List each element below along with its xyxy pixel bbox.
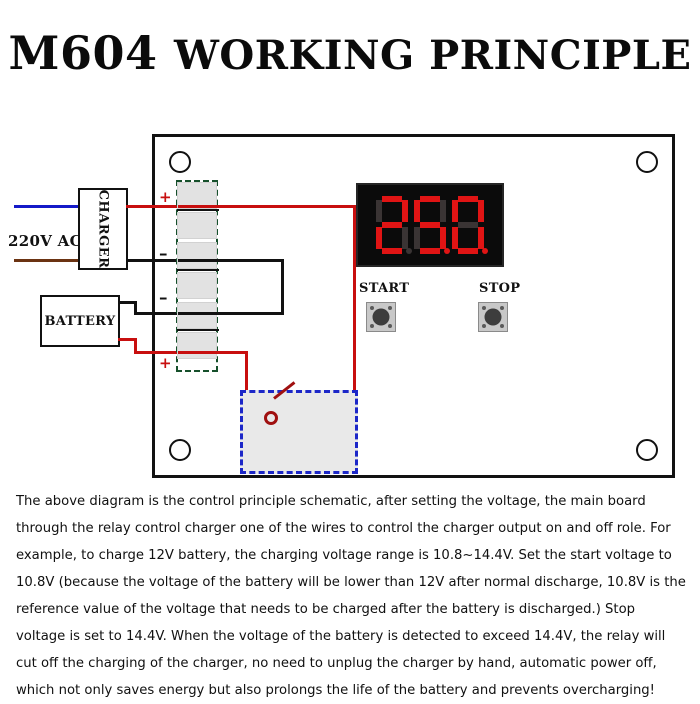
battery-negative-wire-b [134,301,137,315]
title-rest: WORKING PRINCIPLE [174,32,692,79]
battery-positive-wire-a [118,338,136,341]
relay-red-right-wire [353,205,356,420]
segment-f [452,200,458,222]
segment-b [402,200,408,222]
segment-f [414,200,420,222]
ac-supply-label: 220V AC [8,232,82,250]
segment-d [458,248,478,254]
internal-negative-link-bot [178,312,284,315]
segment-d [382,248,402,254]
start-button[interactable] [366,302,396,332]
segment-a [382,196,402,202]
terminal-mark-minus-lower: – [159,288,168,308]
screw-icon [370,324,374,328]
terminal-mark-plus-bottom: + [159,354,172,372]
terminal-divider-1 [177,209,219,211]
mounting-hole-bottom-right [636,439,658,461]
decimal-point [482,248,488,254]
battery-block: BATTERY [40,295,120,347]
stop-button-label: STOP [479,281,521,296]
page-title: M604 WORKING PRINCIPLE [0,26,700,80]
segment-d [420,248,440,254]
led-digit-2 [413,196,450,254]
segment-a [458,196,478,202]
segment-g [458,222,478,228]
relay-red-left-down [245,351,248,420]
charger-block: CHARGER [78,188,128,270]
segment-b [478,200,484,222]
start-button-label: START [359,281,410,296]
screw-icon [482,324,486,328]
terminal-divider-3 [177,329,219,331]
mounting-hole-bottom-left [169,439,191,461]
segment-f [376,200,382,222]
relay-red-top-wire [178,205,356,208]
battery-negative-wire-a [118,301,136,304]
screw-icon [370,306,374,310]
terminal-slot-3 [177,242,217,269]
screw-icon [388,306,392,310]
led-digit-3 [451,196,488,254]
ac-neutral-wire [14,259,78,262]
mounting-hole-top-right [636,151,658,173]
stop-button[interactable] [478,302,508,332]
internal-negative-link-top [178,259,284,262]
segment-e [452,227,458,249]
charger-label: CHARGER [95,189,111,269]
segment-g [382,222,402,228]
led-digit-1 [375,196,412,254]
battery-label: BATTERY [44,313,116,329]
screw-icon [482,306,486,310]
screw-icon [500,306,504,310]
relay-red-left-wire [178,351,248,354]
schematic-diagram: 220V AC CHARGER BATTERY [0,120,700,485]
decimal-point [406,248,412,254]
button-cap-icon [372,308,390,326]
description-text: The above diagram is the control princip… [16,494,686,698]
battery-negative-wire-c [134,312,178,315]
charger-positive-wire [126,205,178,208]
terminal-mark-minus-upper: – [159,244,168,264]
segment-e [376,227,382,249]
internal-negative-link-right [281,259,284,315]
terminal-slot-2 [177,212,217,239]
terminal-slot-6 [177,332,217,359]
segment-a [420,196,440,202]
decimal-point [444,248,450,254]
screw-icon [388,324,392,328]
segment-b [440,200,446,222]
segment-c [402,227,408,249]
mounting-hole-top-left [169,151,191,173]
segment-g [420,222,440,228]
terminal-divider-2 [177,269,219,271]
button-cap-icon [484,308,502,326]
relay-pivot-icon [264,411,278,425]
terminal-mark-plus-top: + [159,188,172,206]
battery-positive-wire-b [134,338,137,354]
terminal-slot-5 [177,302,217,329]
screw-icon [500,324,504,328]
led-voltage-display [356,183,504,267]
battery-positive-wire-c [134,351,178,354]
segment-c [440,227,446,249]
relay-module [240,390,358,474]
ac-live-wire [14,205,78,208]
terminal-slot-4 [177,272,217,299]
segment-c [478,227,484,249]
title-model: M604 [8,26,158,80]
charger-negative-wire [126,259,178,262]
segment-e [414,227,420,249]
terminal-slot-1 [177,182,217,209]
